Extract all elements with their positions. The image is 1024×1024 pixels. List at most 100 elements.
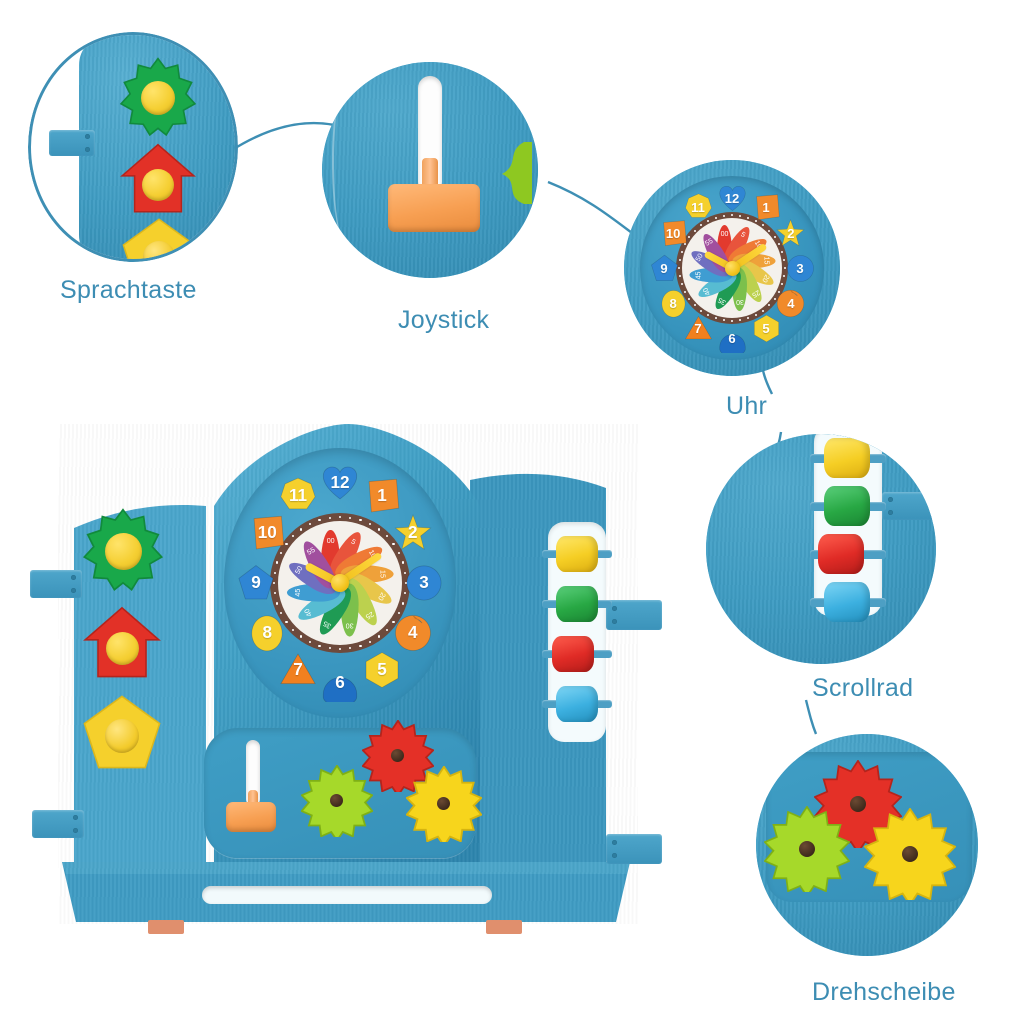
- clock-ring-dot: [783, 258, 786, 261]
- clock-number-7[interactable]: 7: [684, 314, 713, 343]
- clock-number-6[interactable]: 6: [718, 324, 747, 356]
- clock-ring-dot: [292, 628, 295, 631]
- gear-hub: [902, 846, 918, 862]
- clock-ring-dot: [683, 242, 686, 245]
- board-bead-green[interactable]: [556, 586, 598, 622]
- flower-button[interactable]: [117, 57, 199, 139]
- bead-red[interactable]: [818, 534, 864, 574]
- clock-ring-dot: [397, 611, 400, 615]
- label-drehscheibe: Drehscheibe: [812, 978, 956, 1006]
- hinge-tab: [882, 492, 936, 520]
- clock-ring-dot: [273, 592, 276, 595]
- clock-ring-dot: [747, 216, 750, 219]
- clock-ring-dot: [706, 219, 709, 222]
- clock-ring-dot: [385, 535, 388, 538]
- board-house-button[interactable]: [82, 606, 162, 680]
- board-pentagon-button[interactable]: [82, 694, 162, 770]
- clock-number-5[interactable]: 5: [752, 314, 781, 343]
- clock-number-8[interactable]: 8: [659, 289, 688, 318]
- clock-ring-dot: [318, 519, 321, 522]
- clock-number-12[interactable]: 12: [321, 464, 359, 502]
- clock-number-7[interactable]: 7: [279, 651, 317, 689]
- clock-ring-dot: [781, 250, 784, 253]
- house-button[interactable]: [119, 143, 197, 215]
- board-gear-green[interactable]: [300, 764, 374, 843]
- board-joystick-handle[interactable]: [226, 802, 276, 832]
- clock-number-4[interactable]: 4: [776, 289, 805, 318]
- clock-ring-dot: [308, 523, 312, 526]
- clock-number-2[interactable]: 2: [394, 514, 432, 552]
- clock-ring-dot: [308, 640, 312, 643]
- board-bead-blue[interactable]: [556, 686, 598, 722]
- clock-ring-dot: [359, 519, 362, 522]
- clock-number-3[interactable]: 3: [405, 564, 443, 602]
- clock-ring-dot: [401, 602, 404, 605]
- clock-ring-dot: [338, 515, 342, 519]
- gear-hub: [799, 841, 815, 857]
- board-flower-button[interactable]: [80, 508, 166, 594]
- button-knob: [141, 81, 175, 115]
- pentagon-button[interactable]: [121, 217, 197, 259]
- clock-ring-dot: [755, 314, 758, 317]
- clock-ring-dot: [783, 275, 786, 278]
- hinge-tab-right-top: [606, 600, 662, 630]
- board-bead-yellow[interactable]: [556, 536, 598, 572]
- clock-number-9[interactable]: 9: [237, 564, 275, 602]
- clock-number-10[interactable]: 10: [659, 219, 688, 248]
- clock-ring-dot: [404, 571, 407, 574]
- clock-ring-dot: [349, 647, 352, 650]
- clock-number-1[interactable]: 1: [363, 477, 401, 515]
- clock-number-4[interactable]: 4: [394, 614, 432, 652]
- clock-ring-dot: [688, 235, 691, 238]
- clock-ring-dot: [683, 291, 686, 294]
- bead-green[interactable]: [824, 486, 870, 526]
- board-bead-red[interactable]: [552, 636, 594, 672]
- gear-hub: [391, 749, 404, 762]
- clock-ring-dot: [778, 242, 781, 245]
- clock-ring-dot: [714, 317, 717, 320]
- gear-hub: [850, 796, 866, 812]
- clock-ring-dot: [773, 298, 776, 301]
- gear-yellow[interactable]: [863, 807, 957, 907]
- clock-number-2[interactable]: 2: [776, 218, 805, 248]
- hinge-tab: [49, 130, 95, 156]
- joystick-handle[interactable]: [388, 184, 480, 232]
- clock-ring-dot: [404, 592, 407, 595]
- clock-number-3[interactable]: 3: [786, 254, 815, 283]
- clock-number-11[interactable]: 11: [279, 477, 317, 515]
- clock-ring-dot: [747, 317, 750, 320]
- label-joystick: Joystick: [398, 306, 490, 334]
- carry-handle[interactable]: [202, 886, 492, 904]
- button-knob: [106, 632, 139, 665]
- clock-ring-dot: [377, 528, 380, 531]
- board-gear-yellow[interactable]: [405, 765, 483, 848]
- bead-blue[interactable]: [824, 582, 870, 622]
- clock-ring-dot: [377, 635, 380, 638]
- clock-ring-dot: [680, 283, 683, 286]
- clock-ring-dot: [762, 309, 765, 312]
- clock-number-1[interactable]: 1: [752, 193, 781, 222]
- clock-ring-dot: [368, 640, 372, 643]
- clock-ring-dot: [272, 581, 276, 585]
- clock-ring-dot: [280, 611, 283, 615]
- clock-number-10[interactable]: 10: [248, 514, 286, 552]
- clock-ring-dot: [359, 644, 362, 647]
- label-scrollrad: Scrollrad: [812, 674, 914, 702]
- clock-ring-dot: [300, 635, 303, 638]
- clock-ring-dot: [285, 620, 288, 623]
- clock-number-11[interactable]: 11: [684, 193, 713, 222]
- callout-drehscheibe: [756, 734, 978, 956]
- clock-number-8[interactable]: 8: [248, 614, 286, 652]
- clock-number-6[interactable]: 6: [321, 664, 359, 707]
- clock-number-12[interactable]: 12: [718, 184, 747, 213]
- gear-green[interactable]: [763, 805, 851, 898]
- clock-center-cap: [724, 260, 740, 276]
- clock-number-9[interactable]: 9: [650, 254, 679, 283]
- bead-yellow[interactable]: [824, 438, 870, 478]
- label-sprachtaste: Sprachtaste: [60, 276, 197, 304]
- clock-number-5[interactable]: 5: [363, 651, 401, 689]
- clock-ring-dot: [784, 267, 786, 269]
